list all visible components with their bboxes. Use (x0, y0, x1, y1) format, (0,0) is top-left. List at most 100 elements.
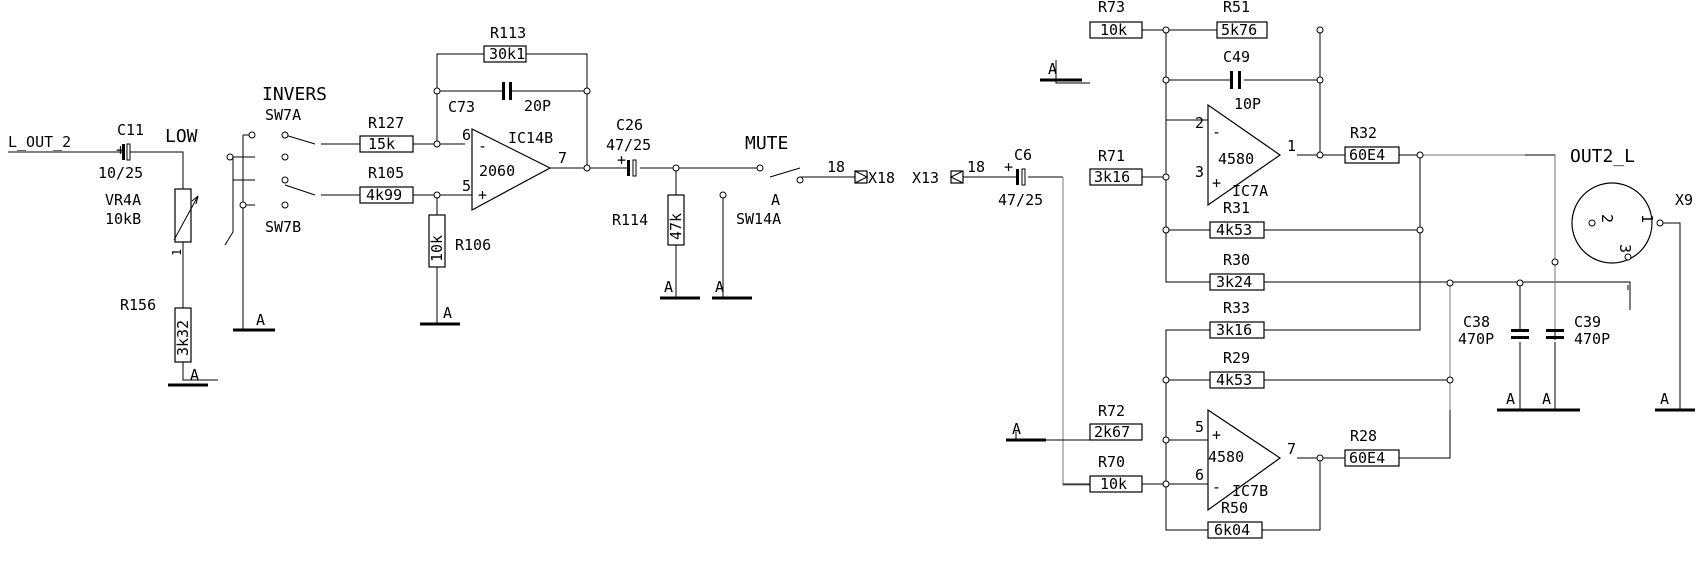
output-net-label: OUT2_L (1570, 146, 1635, 167)
svg-text:R127: R127 (368, 114, 404, 132)
svg-text:3k16: 3k16 (1216, 321, 1252, 339)
svg-text:+: + (478, 186, 487, 204)
svg-text:+: + (1212, 174, 1221, 192)
svg-text:IC14B: IC14B (508, 129, 553, 147)
ground-label: A (1542, 390, 1551, 408)
svg-text:2: 2 (1598, 214, 1616, 223)
svg-text:1: 1 (170, 249, 184, 256)
svg-text:4580: 4580 (1208, 448, 1244, 466)
resistor-r106: R106 10k (428, 214, 491, 268)
x18-label: X18 (868, 169, 895, 187)
ground-label: A (715, 278, 724, 296)
potentiometer-vr4a: VR4A 10kB 1 (105, 188, 199, 256)
invers-label: INVERS (262, 84, 327, 105)
xlr-connector-x9: 2 1 3 (1571, 182, 1664, 264)
capacitor-c39: C39 470P (1546, 313, 1610, 348)
svg-text:30k1: 30k1 (489, 45, 525, 63)
svg-text:C73: C73 (448, 98, 475, 116)
svg-text:2: 2 (1195, 114, 1204, 132)
svg-text:60E4: 60E4 (1349, 449, 1385, 467)
resistor-r156: R156 3k32 (120, 296, 192, 363)
svg-text:20P: 20P (524, 97, 551, 115)
svg-text:6: 6 (1195, 466, 1204, 484)
svg-text:470P: 470P (1574, 330, 1610, 348)
sw7b-label: SW7B (265, 218, 301, 236)
svg-text:R30: R30 (1223, 251, 1250, 269)
svg-text:R28: R28 (1350, 427, 1377, 445)
svg-text:C38: C38 (1463, 313, 1490, 331)
svg-text:+: + (1004, 158, 1013, 176)
svg-text:4k53: 4k53 (1216, 371, 1252, 389)
ground-label: A (190, 366, 199, 384)
opamp-ic7b: 4580 IC7B + - 5 6 7 (1195, 408, 1296, 512)
low-label: LOW (165, 126, 198, 147)
svg-text:10k: 10k (1100, 21, 1127, 39)
svg-text:-: - (1212, 478, 1221, 496)
resistor-r51: R51 5k76 (1216, 0, 1268, 39)
sw14a-label: SW14A (736, 210, 781, 228)
svg-text:R51: R51 (1223, 0, 1250, 16)
x13-label: X13 (912, 169, 939, 187)
svg-text:5k76: 5k76 (1221, 21, 1257, 39)
svg-text:R50: R50 (1221, 499, 1248, 517)
connector-x18-x13 (854, 170, 964, 184)
resistor-r73: R73 10k (1089, 0, 1143, 39)
svg-text:2k67: 2k67 (1094, 423, 1130, 441)
capacitor-c49: C49 10P (1223, 48, 1261, 113)
svg-text:6k04: 6k04 (1214, 521, 1250, 539)
svg-text:R71: R71 (1098, 147, 1125, 165)
svg-text:R72: R72 (1098, 402, 1125, 420)
svg-text:4580: 4580 (1218, 150, 1254, 168)
svg-text:4k99: 4k99 (366, 186, 402, 204)
resistor-r32: R32 60E4 (1344, 124, 1400, 164)
connector-pin-label: 18 (827, 158, 845, 176)
svg-text:4k53: 4k53 (1216, 221, 1252, 239)
opamp-ic7a: 4580 IC7A - + 2 3 1 (1195, 103, 1296, 207)
switch-contacts (226, 131, 804, 209)
capacitor-c73: C73 20P (448, 82, 551, 116)
svg-text:C39: C39 (1574, 313, 1601, 331)
svg-text:R105: R105 (368, 164, 404, 182)
svg-text:R114: R114 (612, 211, 648, 229)
svg-text:3k32: 3k32 (174, 320, 192, 356)
svg-text:7: 7 (1287, 440, 1296, 458)
svg-text:+: + (617, 151, 626, 169)
svg-text:6: 6 (462, 126, 471, 144)
mute-label: MUTE (745, 133, 788, 154)
input-net-label: L_OUT_2 (8, 133, 71, 151)
resistor-r113: R113 30k1 (483, 24, 527, 63)
svg-text:1: 1 (1638, 214, 1656, 223)
svg-text:10/25: 10/25 (98, 164, 143, 182)
svg-text:C11: C11 (117, 121, 144, 139)
ground-label: A (1012, 420, 1021, 438)
svg-text:R156: R156 (120, 296, 156, 314)
resistor-r105: R105 4k99 (359, 164, 414, 204)
svg-text:3k16: 3k16 (1094, 168, 1130, 186)
svg-text:3: 3 (1195, 163, 1204, 181)
x9-label: X9 (1675, 191, 1693, 209)
ground-label: A (1506, 390, 1515, 408)
capacitor-c26: C26 47/25 + (606, 116, 651, 177)
junction-nodes (433, 26, 1559, 488)
svg-text:R70: R70 (1098, 453, 1125, 471)
svg-text:1: 1 (1287, 137, 1296, 155)
resistor-r114: R114 47k (612, 194, 685, 246)
opamp-ic14b: IC14B 2060 - + 6 5 7 (462, 126, 567, 212)
svg-text:5: 5 (1195, 418, 1204, 436)
connector-pin-label: 18 (967, 158, 985, 176)
capacitor-c38: C38 470P (1458, 313, 1529, 348)
svg-text:470P: 470P (1458, 330, 1494, 348)
svg-text:47k: 47k (667, 213, 685, 240)
resistor-r29: R29 4k53 (1209, 349, 1265, 389)
resistor-r127: R127 15k (359, 114, 414, 153)
svg-text:5: 5 (462, 177, 471, 195)
svg-text:IC7B: IC7B (1232, 482, 1268, 500)
svg-text:47/25: 47/25 (606, 136, 651, 154)
resistor-r30: R30 3k24 (1209, 251, 1265, 291)
svg-text:15k: 15k (368, 135, 395, 153)
svg-text:C49: C49 (1223, 48, 1250, 66)
resistor-r72: R72 2k67 (1089, 402, 1143, 441)
svg-text:7: 7 (558, 149, 567, 167)
svg-text:10P: 10P (1234, 95, 1261, 113)
